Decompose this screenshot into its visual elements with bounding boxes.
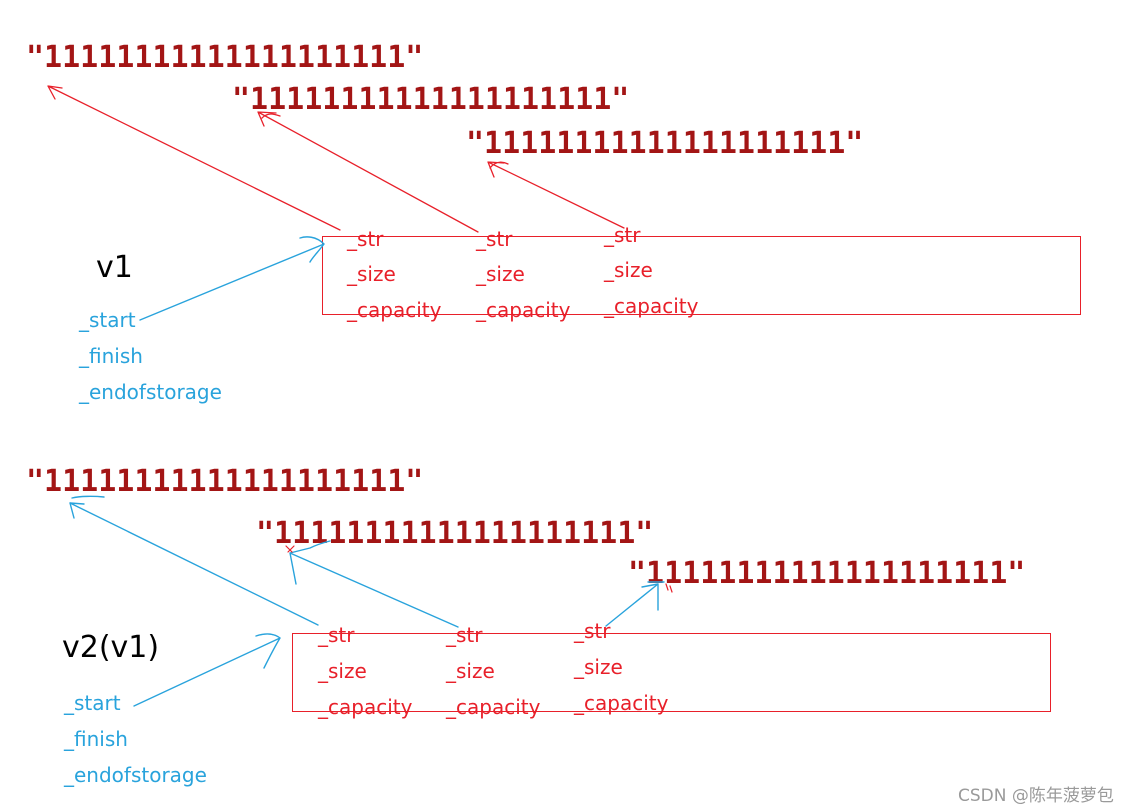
v2-field-size-1: _size: [318, 659, 367, 683]
v2-field-capacity-3: _capacity: [574, 691, 669, 715]
v1-string-1: "11111111111111111111": [26, 40, 424, 75]
v2-field-str-3: _str: [574, 619, 611, 643]
v2-storage-box: [292, 633, 1051, 712]
v1-arrow-str2: [257, 111, 479, 233]
v2-arrow-str3: [605, 581, 665, 627]
v2-field-size-2: _size: [446, 659, 495, 683]
v2-field-str-2: _str: [446, 623, 483, 647]
v1-arrow-str3: [487, 161, 625, 229]
v2-start-arrow: [133, 633, 281, 707]
v2-pointer-start: _start: [64, 691, 121, 715]
v1-field-capacity-2: _capacity: [476, 298, 571, 322]
v1-arrow-str1: [47, 85, 341, 231]
v2-pointer-endofstorage: _endofstorage: [64, 763, 207, 787]
v2-string-2: "11111111111111111111": [256, 516, 654, 551]
v1-field-size-3: _size: [604, 258, 653, 282]
v1-field-str-2: _str: [476, 227, 513, 251]
v2-arrows: [69, 495, 665, 707]
v2-arrow-str2: [289, 540, 459, 628]
v1-pointer-start: _start: [79, 308, 136, 332]
v1-arrows: [47, 85, 625, 233]
v2-field-str-1: _str: [318, 623, 355, 647]
v1-pointer-finish: _finish: [79, 344, 143, 368]
v2-string-1: "11111111111111111111": [26, 464, 424, 499]
v1-pointer-endofstorage: _endofstorage: [79, 380, 222, 404]
v2-pointer-finish: _finish: [64, 727, 128, 751]
v2-field-capacity-2: _capacity: [446, 695, 541, 719]
v1-field-size-2: _size: [476, 262, 525, 286]
v1-field-size-1: _size: [347, 262, 396, 286]
v2-arrow-str1: [69, 495, 319, 626]
v1-start-arrow: [139, 236, 325, 321]
v1-field-capacity-3: _capacity: [604, 294, 699, 318]
v1-string-2: "11111111111111111111": [232, 82, 630, 117]
watermark: CSDN @陈年菠萝包: [958, 786, 1114, 806]
v2-field-size-3: _size: [574, 655, 623, 679]
v1-label: v1: [96, 250, 133, 285]
v2-field-capacity-1: _capacity: [318, 695, 413, 719]
v2-string-3: "11111111111111111111": [628, 556, 1026, 591]
v1-field-capacity-1: _capacity: [347, 298, 442, 322]
v2-label: v2(v1): [62, 630, 160, 665]
v1-storage-box: [322, 236, 1081, 315]
v1-string-3: "11111111111111111111": [466, 126, 864, 161]
v1-field-str-1: _str: [347, 227, 384, 251]
